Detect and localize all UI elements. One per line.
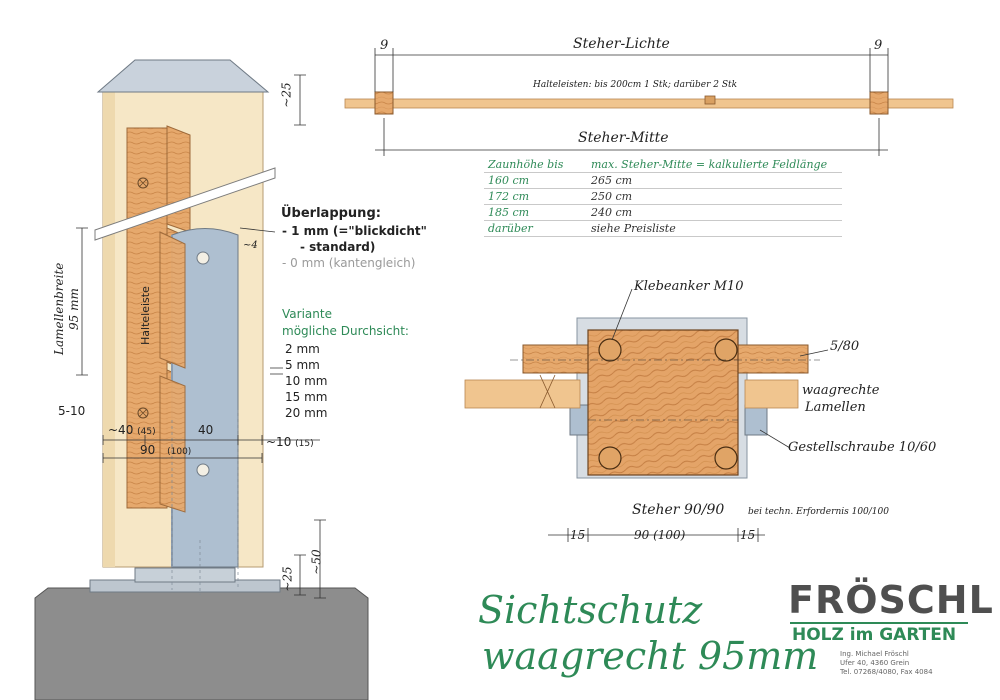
- dim-90: 90 (100): [140, 443, 192, 457]
- post-center-label: Steher-Mitte: [578, 130, 669, 146]
- table-row: 172 cm 250 cm: [484, 188, 842, 205]
- gap-option: 10 mm: [285, 374, 328, 388]
- table-cell: siehe Preisliste: [587, 220, 842, 237]
- variant-subtitle: mögliche Durchsicht:: [282, 324, 409, 338]
- anchor-hole: [598, 446, 622, 470]
- table-cell: 265 cm: [587, 172, 842, 189]
- horizontal-slat-left: [464, 379, 581, 409]
- holding-strip-note: Halteleisten: bis 200cm 1 Stk; darüber 2…: [533, 80, 738, 90]
- steel-post: [171, 228, 239, 568]
- address-line-2: Ufer 40, 4360 Grein: [840, 659, 910, 667]
- gap-option: 5 mm: [285, 358, 320, 372]
- table-row: darüber siehe Preisliste: [484, 220, 842, 237]
- dim-50: ~50: [309, 549, 324, 575]
- overlap-line-2: - standard): [300, 240, 376, 254]
- horizontal-slat-right: [744, 379, 799, 409]
- table-row: 185 cm 240 cm: [484, 204, 842, 221]
- table-row: 160 cm 265 cm: [484, 172, 842, 189]
- dim-40: 40: [198, 423, 214, 437]
- table-header-cell: max. Steher-Mitte = kalkulierte Feldläng…: [587, 157, 842, 173]
- slat-run: [344, 98, 954, 109]
- overlap-line-3: - 0 mm (kantengleich): [282, 256, 416, 270]
- strip-mid-plan: [704, 95, 716, 105]
- table-cell: 240 cm: [587, 204, 842, 221]
- dim-5-80: 5/80: [830, 339, 860, 354]
- address-line-1: Ing. Michael Fröschl: [840, 650, 909, 658]
- section-detail: [464, 288, 829, 542]
- logo-divider: [790, 622, 968, 624]
- concrete-foundation: [34, 587, 369, 700]
- title-line-1: Sichtschutz: [478, 588, 703, 632]
- dim-10-15: ~10 (15): [266, 435, 314, 449]
- dim-9-right: 9: [874, 38, 883, 53]
- overlap-title: Überlappung:: [281, 206, 381, 221]
- post-left-plan: [374, 91, 394, 115]
- variant-title: Variante: [282, 307, 332, 321]
- slat-width-label: Lamellenbreite: [52, 262, 66, 355]
- dim-4: ~4: [243, 240, 258, 251]
- dim-90-100: 90 (100): [634, 528, 686, 542]
- table-cell: 160 cm: [484, 172, 587, 189]
- gap-option: 20 mm: [285, 406, 328, 420]
- table-header: Zaunhöhe bis max. Steher-Mitte = kalkuli…: [484, 157, 842, 173]
- dim-15-left: 15: [570, 528, 586, 542]
- field-length-table: Zaunhöhe bis max. Steher-Mitte = kalkuli…: [484, 157, 842, 237]
- frame-screw-label: Gestellschraube 10/60: [788, 440, 937, 455]
- anchor-hole: [598, 338, 622, 362]
- post-size-label: Steher 90/90: [632, 502, 725, 518]
- company-logo-name: FRÖSCHL: [788, 578, 994, 622]
- table-header-cell: Zaunhöhe bis: [484, 157, 587, 173]
- horizontal-slats-label-2: Lamellen: [805, 400, 866, 415]
- dim-5-10: 5-10: [58, 404, 86, 418]
- post-right-plan: [869, 91, 889, 115]
- dim-9-left: 9: [380, 38, 389, 53]
- dim-25-top: ~25: [279, 82, 294, 108]
- company-tagline: HOLZ im GARTEN: [792, 625, 957, 645]
- slat-top: [166, 125, 191, 233]
- title-line-2: waagrecht 95mm: [482, 634, 819, 678]
- anchor-hole: [714, 338, 738, 362]
- dimension-lines-left: [76, 74, 326, 599]
- table-cell: 172 cm: [484, 188, 587, 205]
- table-cell: 250 cm: [587, 188, 842, 205]
- horizontal-slats-label-1: waagrechte: [802, 383, 880, 398]
- overlap-line-1: - 1 mm (="blickdicht": [282, 224, 427, 238]
- slat-width-value: 95 mm: [67, 288, 81, 330]
- gap-option: 2 mm: [285, 342, 320, 356]
- address-line-3: Tel. 07268/4080, Fax 4084: [840, 668, 933, 676]
- post-elevation: [34, 59, 369, 700]
- dim-25-bottom: ~25: [280, 566, 295, 592]
- adhesive-anchor-label: Klebeanker M10: [634, 279, 744, 294]
- post-cap: [96, 59, 270, 93]
- post-size-note: bei techn. Erfordernis 100/100: [748, 507, 889, 517]
- gap-option: 15 mm: [285, 390, 328, 404]
- dim-40-45: ~40 (45): [108, 423, 156, 437]
- table-cell: 185 cm: [484, 204, 587, 221]
- post-clearance-label: Steher-Lichte: [573, 36, 670, 52]
- table-cell: darüber: [484, 220, 587, 237]
- top-plan: [344, 48, 954, 156]
- dim-15-right: 15: [740, 528, 756, 542]
- anchor-hole: [714, 446, 738, 470]
- holding-strip-label: Halteleiste: [139, 286, 152, 345]
- diagonal-brace: [94, 167, 276, 241]
